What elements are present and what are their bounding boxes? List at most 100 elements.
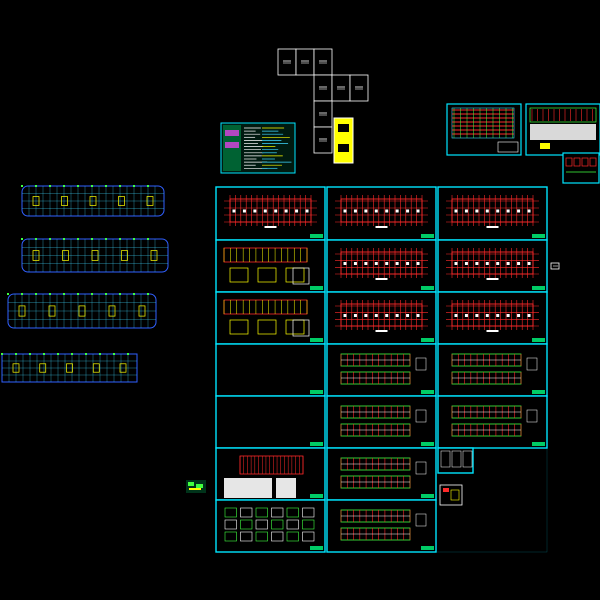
column-mark [133,185,135,187]
note-cell [313,48,333,76]
small-detail-sheet[interactable] [439,484,463,506]
stair-core [66,363,73,373]
drawing-sheet[interactable] [437,239,548,293]
column-mark [127,353,129,355]
drawing-sheet[interactable] [437,395,548,449]
column-dot [517,262,521,265]
column-dot [485,262,489,265]
drawing-sheet[interactable] [215,395,326,449]
drawing-sheet[interactable] [326,447,437,501]
floor-plan [21,185,165,217]
drawing-sheet[interactable] [326,395,437,449]
column-mark [57,353,59,355]
column-dot [385,262,389,265]
column-mark [119,293,121,295]
column-dot [475,314,479,317]
notes-text-lines [225,127,292,169]
drawing-sheet[interactable] [215,343,326,397]
column-dot [527,314,531,317]
drawing-sheet[interactable] [215,447,326,501]
drawing-sheet[interactable] [215,499,326,553]
notes-block [224,478,272,498]
column-mark [119,185,121,187]
column-dot [496,314,500,317]
detail-box [292,267,310,285]
column-dot [496,209,500,213]
drawing-sheet[interactable] [437,186,548,241]
column-mark [21,185,23,187]
column-mark [105,293,107,295]
drawing-sheet[interactable] [215,291,326,345]
drawing-sheet[interactable] [437,447,474,474]
stair-core [121,250,128,261]
stair-core [62,250,69,261]
detail-cell [224,507,237,518]
detail-box [257,267,277,283]
drawing-sheet[interactable] [326,343,437,397]
stair-core [39,363,47,373]
section-sheet-b[interactable] [525,103,600,156]
column-dot [364,209,368,213]
stair-core [48,305,56,317]
plan-caption [486,278,499,280]
column-mark [105,238,107,240]
stamp-notes [333,117,354,164]
section-sheet-c[interactable] [562,152,600,184]
column-mark [29,353,31,355]
column-mark [105,185,107,187]
column-dot [464,262,468,265]
sheet-frame [215,343,326,397]
note-cell [313,100,333,128]
column-dot [454,209,458,213]
stair-core [91,250,99,261]
detail-box [229,267,249,283]
drawing-sheet[interactable] [326,186,437,241]
drawing-sheet[interactable] [437,291,548,345]
sheet-frame [215,186,326,241]
detail-cell [302,507,315,518]
detail-cell [255,531,268,542]
column-mark [49,185,51,187]
drawing-sheet[interactable] [326,291,437,345]
section-drawing [565,157,597,173]
title-box [497,141,519,153]
detail-box [451,450,462,468]
sheet-frame [326,239,437,293]
stair-core [138,305,146,317]
column-mark [91,238,93,240]
drawing-sheet[interactable] [326,239,437,293]
notes-block [530,124,596,140]
drawing-sheet[interactable] [437,343,548,397]
column-mark [63,238,65,240]
drawing-sheet[interactable] [326,499,437,553]
notes-box [526,409,538,423]
column-dot [475,209,479,213]
title-block [310,234,323,238]
drawing-sheet[interactable] [215,239,326,293]
detail-cell [302,531,315,542]
drawing-sheet[interactable] [215,186,326,241]
column-mark [21,238,23,240]
detail-cell [271,507,284,518]
general-notes-sheet[interactable] [220,122,296,174]
section-sheet-a[interactable] [446,103,522,156]
column-dot [406,209,410,213]
detail-box [292,319,310,337]
stair-core [78,305,86,317]
stair-core [32,250,40,261]
title-block [310,390,323,394]
column-mark [21,293,23,295]
column-dot [343,209,347,213]
notes-highlight [225,142,239,148]
column-dot [395,314,399,317]
section-drawing [451,107,519,153]
column-dot [485,209,489,213]
floor-plan [7,293,157,329]
column-dot [263,209,267,213]
title-block [421,338,434,342]
column-mark [113,353,115,355]
notes-box [415,409,427,423]
column-dot [485,314,489,317]
sheet-frame [215,395,326,449]
column-dot [374,209,378,213]
